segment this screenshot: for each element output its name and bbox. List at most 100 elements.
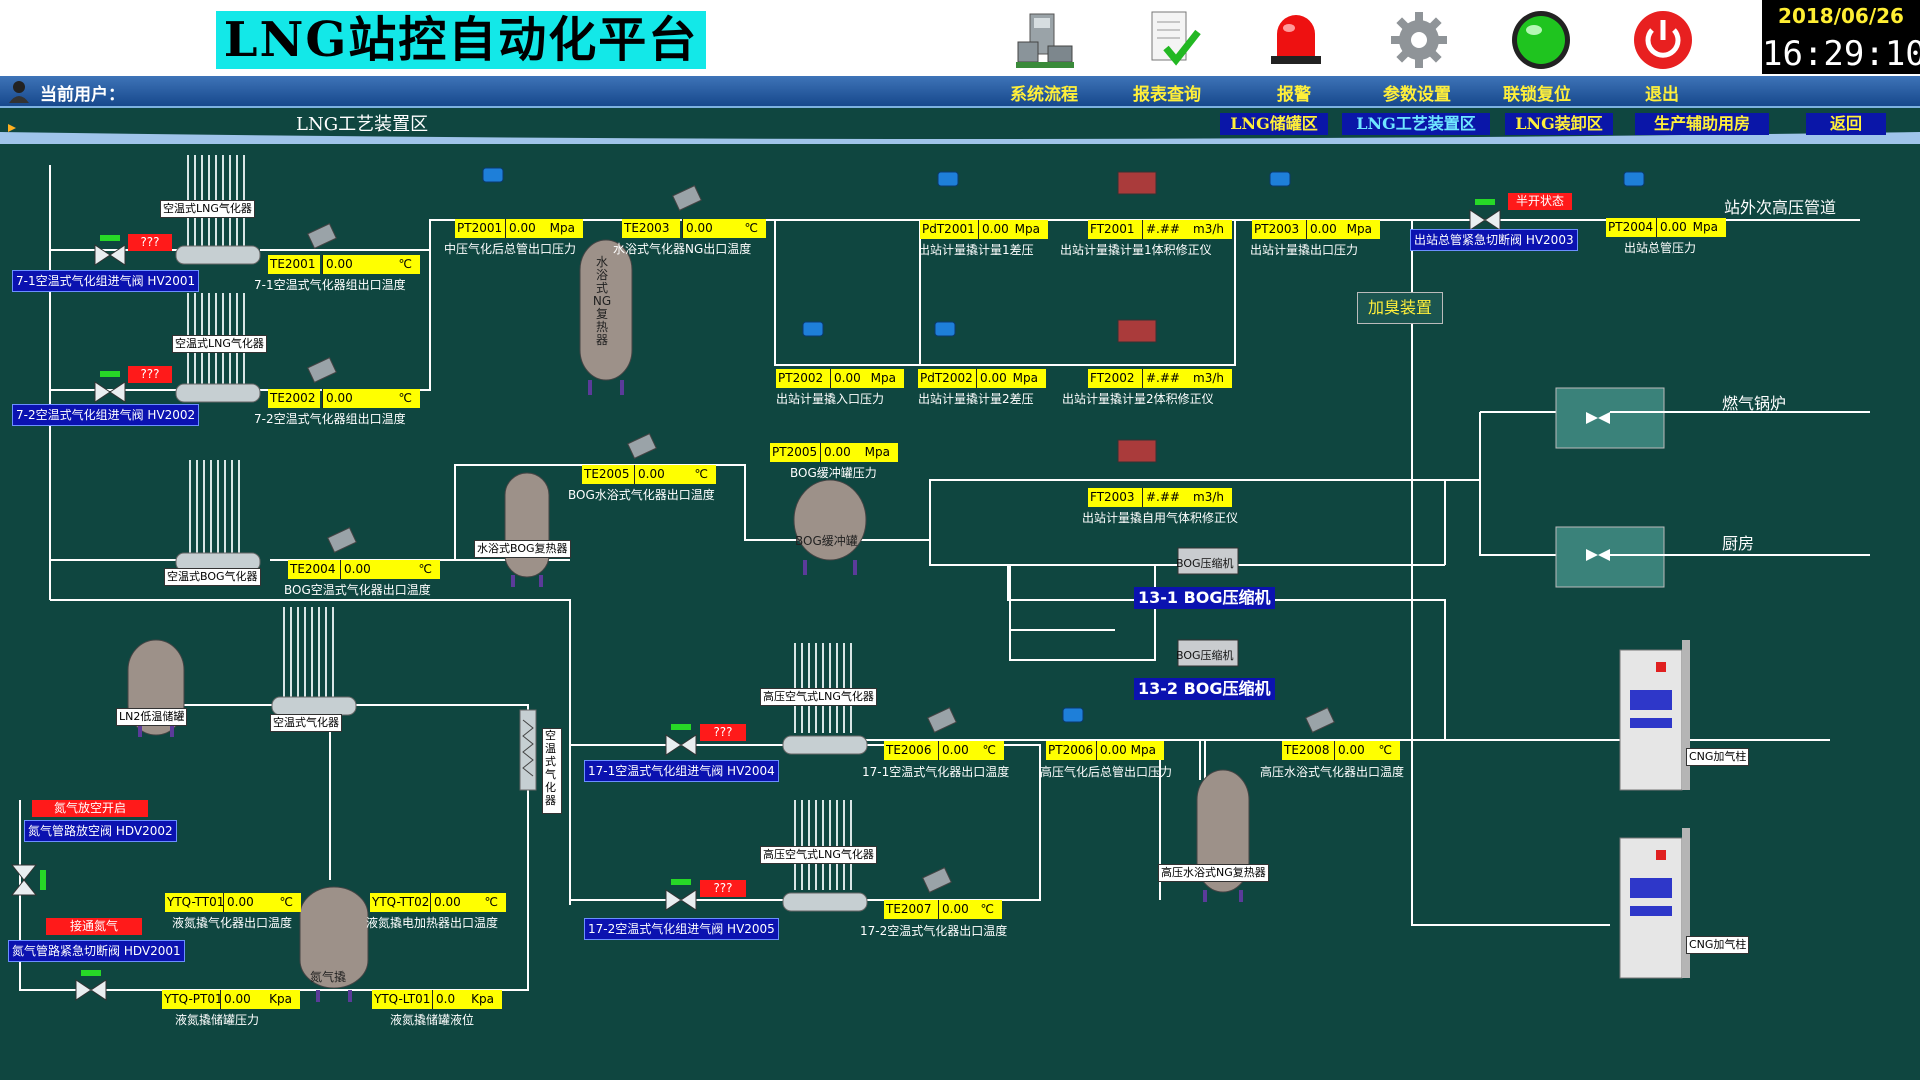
- route-hp-pipeline: 站外次高压管道: [1724, 198, 1837, 217]
- label-air-vaporizer: 空温式气化器: [270, 714, 342, 732]
- desc-PdT2001: 出站计量撬计量1差压: [918, 243, 1034, 257]
- area-button-auxiliary[interactable]: 生产辅助用房: [1635, 113, 1769, 135]
- app-title: LNG站控自动化平台: [216, 11, 706, 69]
- area-button-process[interactable]: LNG工艺装置区: [1342, 113, 1490, 135]
- route-gas-boiler: 燃气锅炉: [1722, 394, 1787, 413]
- compressor-13-1[interactable]: 13-1 BOG压缩机: [1134, 587, 1275, 609]
- desc-YTQ-TT02: 液氮撬电加热器出口温度: [366, 916, 499, 930]
- desc-TE2003: 水浴式气化器NG出口温度: [613, 242, 752, 256]
- menu-report-query[interactable]: 报表查询: [1133, 85, 1201, 105]
- clock-panel: 2018/06/26 16:29:10: [1762, 0, 1920, 74]
- tag-FT2001[interactable]: FT2001#.##m3/h: [1088, 220, 1232, 239]
- process-flow-icon[interactable]: [1012, 8, 1078, 72]
- valve-HV2003-label[interactable]: 出站总管紧急切断阀 HV2003: [1410, 229, 1578, 251]
- menu-exit[interactable]: 退出: [1645, 85, 1679, 105]
- desc-TE2007: 17-2空温式气化器出口温度: [860, 924, 1008, 938]
- desc-FT2002: 出站计量撬计量2体积修正仪: [1062, 392, 1214, 406]
- label-water-bog-heater: 水浴式BOG复热器: [474, 540, 571, 558]
- valve-HV2002-label[interactable]: 7-2空温式气化组进气阀 HV2002: [12, 404, 200, 426]
- desc-PT2001: 中压气化后总管出口压力: [444, 242, 577, 256]
- desc-PT2003: 出站计量撬出口压力: [1250, 243, 1359, 257]
- valve-HV2004-status: ???: [700, 724, 746, 741]
- label-hp-vaporizer-1: 高压空气式LNG气化器: [760, 688, 877, 706]
- label-air-vaporizer-vertical: 空温式气化器: [542, 728, 562, 814]
- compressor-13-2[interactable]: 13-2 BOG压缩机: [1134, 678, 1275, 700]
- valve-HV2003-status: 半开状态: [1508, 193, 1572, 210]
- label-hp-vaporizer-2: 高压空气式LNG气化器: [760, 846, 877, 864]
- desc-FT2003: 出站计量撬自用气体积修正仪: [1082, 511, 1239, 525]
- label-compressor-2-plate: BOG压缩机: [1176, 649, 1234, 662]
- area-button-storage[interactable]: LNG储罐区: [1220, 113, 1328, 135]
- alarm-siren-icon[interactable]: [1263, 8, 1329, 72]
- valve-HDV2001-label[interactable]: 氮气管路紧急切断阀 HDV2001: [8, 940, 185, 962]
- gear-icon[interactable]: [1386, 8, 1452, 72]
- label-ln2-tank: LN2低温储罐: [116, 708, 188, 726]
- desc-TE2008: 高压水浴式气化器出口温度: [1260, 765, 1405, 779]
- tag-FT2003[interactable]: FT2003#.##m3/h: [1088, 488, 1232, 507]
- area-button-back[interactable]: 返回: [1806, 113, 1886, 135]
- label-cng-dispenser-2: CNG加气柱: [1686, 936, 1750, 954]
- label-bog-vaporizer: 空温式BOG气化器: [164, 568, 261, 586]
- valve-HV2005-label[interactable]: 17-2空温式气化组进气阀 HV2005: [584, 918, 779, 940]
- valve-HDV2001-status: 接通氮气: [46, 918, 142, 935]
- desc-YTQ-PT01: 液氮撬储罐压力: [175, 1013, 260, 1027]
- route-kitchen: 厨房: [1722, 534, 1755, 553]
- label-vaporizer-7-1: 空温式LNG气化器: [160, 200, 255, 218]
- desc-YTQ-LT01: 液氮撬储罐液位: [390, 1013, 475, 1027]
- label-vaporizer-7-2: 空温式LNG气化器: [172, 335, 267, 353]
- desc-TE2005: BOG水浴式气化器出口温度: [568, 488, 715, 502]
- label-water-ng-heater: 水浴式NG复热器: [592, 255, 612, 347]
- report-document-icon[interactable]: [1140, 8, 1206, 72]
- desc-TE2004: BOG空温式气化器出口温度: [284, 583, 431, 597]
- desc-PT2004: 出站总管压力: [1624, 241, 1697, 255]
- desc-TE2006: 17-1空温式气化器出口温度: [862, 765, 1010, 779]
- valve-HV2001-label[interactable]: 7-1空温式气化组进气阀 HV2001: [12, 270, 200, 292]
- valve-HV2001-status: ???: [128, 234, 172, 251]
- date-display: 2018/06/26: [1778, 4, 1904, 28]
- desc-PT2006: 高压气化后总管出口压力: [1040, 765, 1173, 779]
- valve-HDV2002-label[interactable]: 氮气管路放空阀 HDV2002: [24, 820, 177, 842]
- menu-alarm[interactable]: 报警: [1277, 85, 1311, 105]
- area-button-loading[interactable]: LNG装卸区: [1505, 113, 1613, 135]
- label-compressor-1-plate: BOG压缩机: [1176, 557, 1234, 570]
- desc-TE2001: 7-1空温式气化器组出口温度: [254, 278, 406, 292]
- menu-parameter-settings[interactable]: 参数设置: [1383, 85, 1451, 105]
- menu-interlock-reset[interactable]: 联锁复位: [1503, 85, 1571, 105]
- menu-bar: 当前用户： 系统流程 报表查询 报警 参数设置 联锁复位 退出: [0, 76, 1920, 108]
- label-n2-skid: 氮气撬: [310, 970, 347, 984]
- odorizer-unit[interactable]: 加臭装置: [1357, 292, 1443, 324]
- user-icon: [9, 81, 29, 103]
- power-icon[interactable]: [1630, 8, 1696, 72]
- label-hp-water-heater: 高压水浴式NG复热器: [1158, 864, 1269, 882]
- valve-HV2005-status: ???: [700, 880, 746, 897]
- area-title: LNG工艺装置区: [296, 114, 429, 135]
- tag-FT2002[interactable]: FT2002#.##m3/h: [1088, 369, 1232, 388]
- desc-PdT2002: 出站计量撬计量2差压: [918, 392, 1034, 406]
- green-status-light-icon[interactable]: [1508, 8, 1574, 72]
- valve-HV2004-label[interactable]: 17-1空温式气化组进气阀 HV2004: [584, 760, 779, 782]
- menu-process-flow[interactable]: 系统流程: [1010, 85, 1078, 105]
- desc-PT2005: BOG缓冲罐压力: [790, 466, 877, 480]
- desc-FT2001: 出站计量撬计量1体积修正仪: [1060, 243, 1212, 257]
